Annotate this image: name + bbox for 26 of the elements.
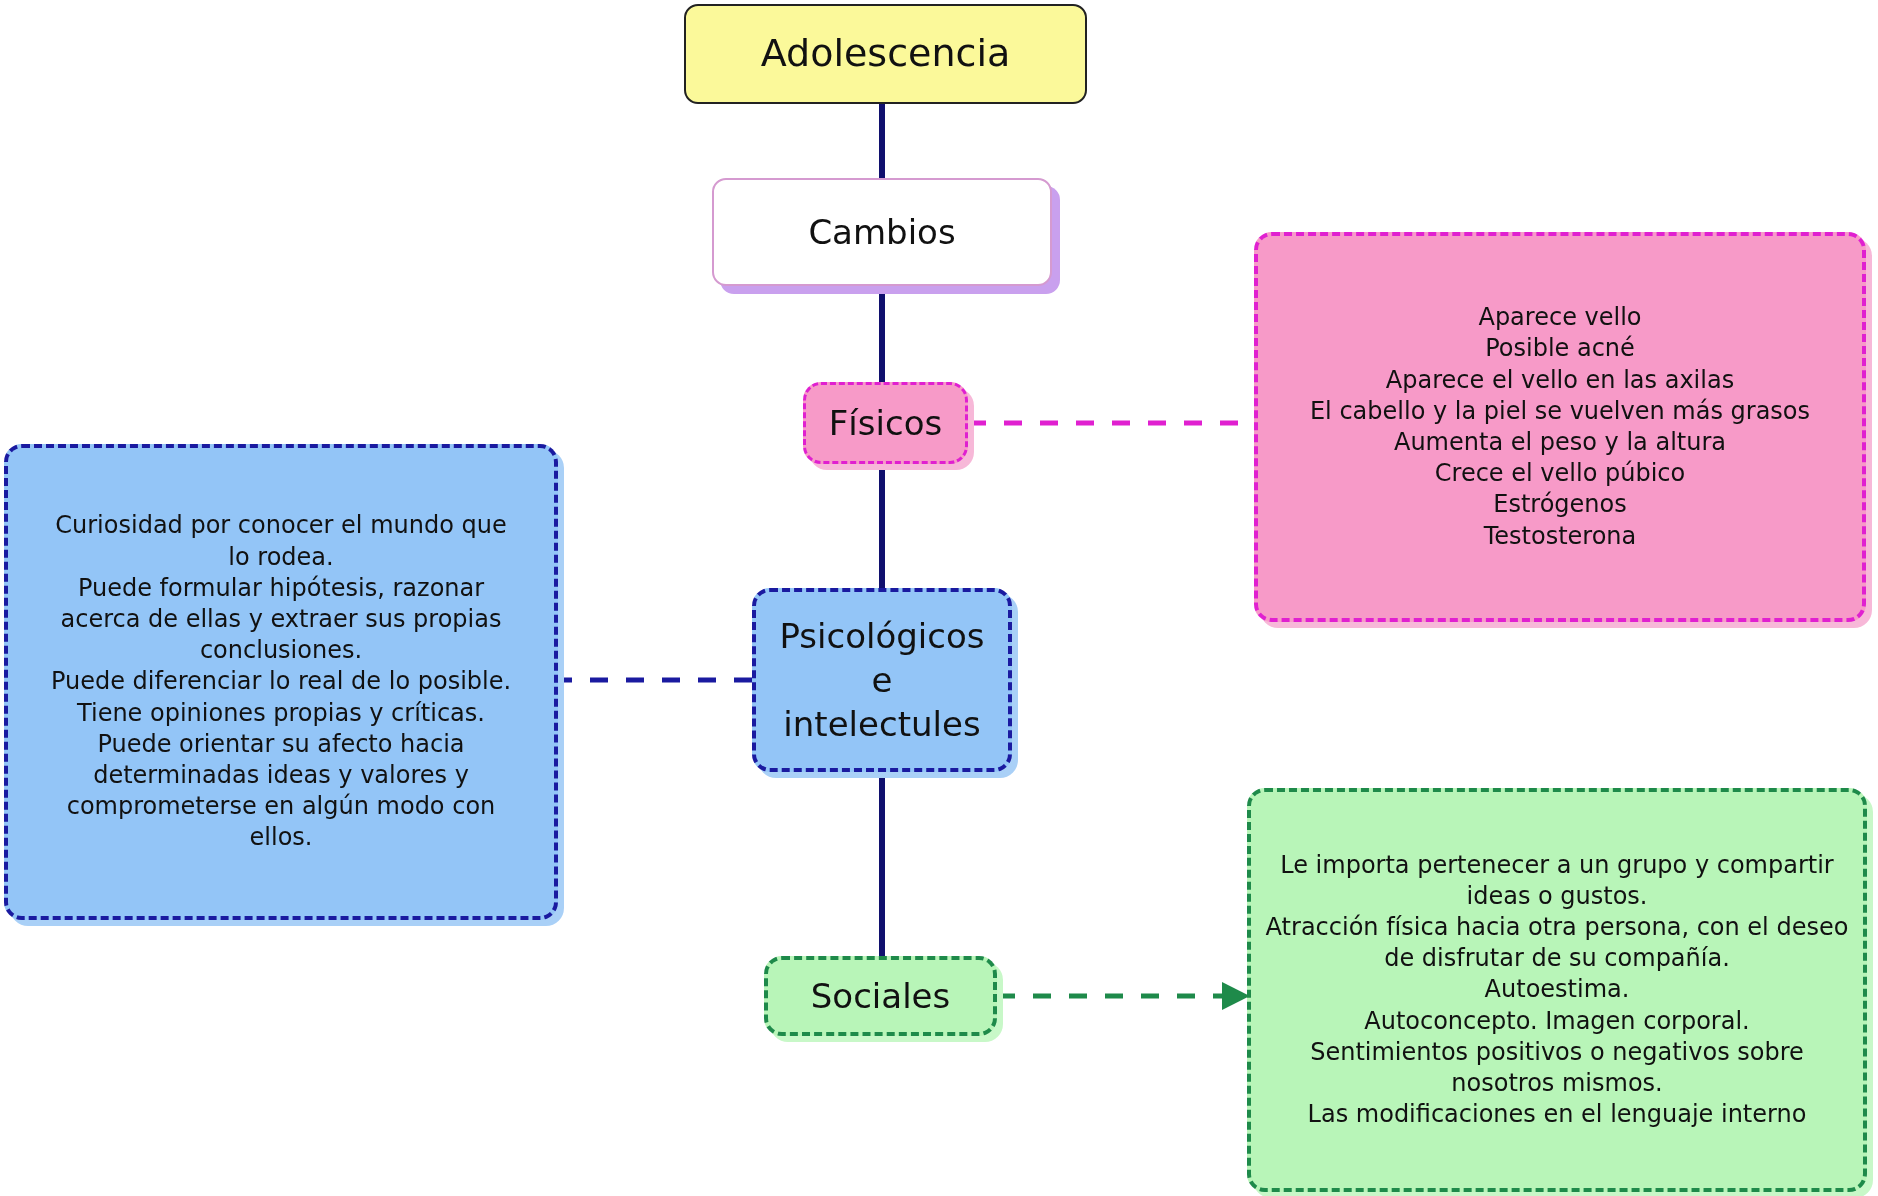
detail-text: Puede orientar su afecto hacia determinadas ideas y valores y comprometerse en algún modo con ellos. xyxy=(65,728,497,854)
detail-text: Autoestima. xyxy=(1484,974,1630,1006)
node-label: Sociales xyxy=(810,974,951,1018)
detail-text: Las modificaciones en el lenguaje interno xyxy=(1307,1099,1807,1131)
node-label: Psicológicos e intelectules xyxy=(778,614,986,747)
title-box xyxy=(684,4,1087,104)
detail-text: Aparece el vello en las axilas xyxy=(1385,364,1735,396)
node-label: Físicos xyxy=(828,401,943,445)
connector-line xyxy=(879,104,885,178)
detail-text: Autoconcepto. Imagen corporal. xyxy=(1364,1005,1750,1037)
node-label: Cambios xyxy=(808,210,956,254)
detail-text: Posible acné xyxy=(1485,333,1635,365)
detail-text: Testosterona xyxy=(1483,520,1637,552)
detail-text: Atracción física hacia otra persona, con el deseo de disfrutar de su compañía. xyxy=(1264,912,1850,975)
detail-text: Aumenta el peso y la altura xyxy=(1394,427,1726,458)
detail-text: Puede formular hipótesis, razonar acerca de ellas y extraer sus propias conclusiones. xyxy=(59,572,503,667)
detail-text: Aparece vello xyxy=(1478,302,1642,334)
detail-text: Tiene opiniones propias y críticas. xyxy=(77,697,485,729)
detail-text: Sentimientos positivos o negativos sobre nosotros mismos. xyxy=(1309,1036,1805,1099)
detail-text: Crece el vello púbico xyxy=(1434,458,1686,490)
detail-text: El cabello y la piel se vuelven más grasos xyxy=(1309,395,1811,427)
detail-text: Le importa pertenecer a un grupo y compartir ideas o gustos. xyxy=(1279,849,1835,912)
detail-text: Estrógenos xyxy=(1493,489,1627,521)
detail-text: Puede diferenciar lo real de lo posible. xyxy=(50,666,512,698)
detail-text: Curiosidad por conocer el mundo que lo rodea. xyxy=(54,510,508,573)
node-title: Adolescencia xyxy=(760,30,1011,78)
